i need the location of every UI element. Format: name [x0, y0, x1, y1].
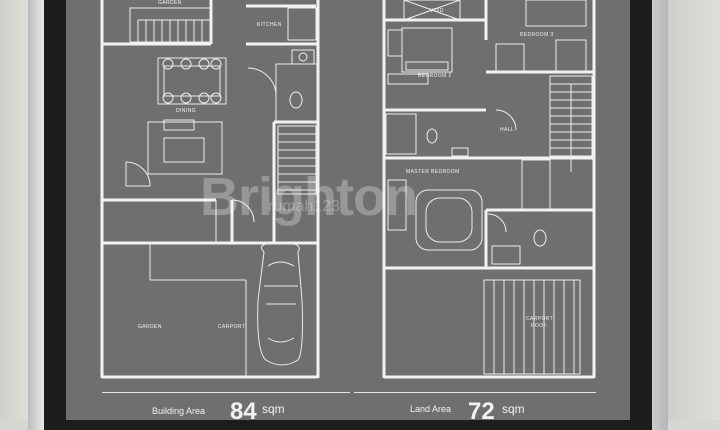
land-area-unit: sqm — [502, 402, 525, 416]
room-void: VOID — [430, 8, 444, 14]
wall-right — [668, 0, 720, 420]
divider-left — [102, 392, 350, 393]
room-bedroom-2: BEDROOM 2 — [418, 73, 452, 79]
divider-right — [354, 392, 596, 393]
room-garden-top: GARDEN — [158, 0, 182, 6]
ground-floor-details — [125, 7, 319, 377]
building-area-value: 84 — [230, 398, 257, 425]
room-hall: HALL — [500, 127, 515, 133]
floor-plan-drawing — [100, 0, 596, 379]
building-area-label: Building Area — [152, 406, 206, 416]
watermark-sub: rumah123 — [268, 198, 341, 215]
room-dining: DINING — [176, 108, 196, 114]
room-garden-bottom: GARDEN — [138, 324, 162, 330]
room-kitchen: KITCHEN — [257, 22, 282, 28]
wall-left — [0, 0, 28, 420]
land-area-label: Land Area — [410, 404, 452, 414]
land-area-value: 72 — [468, 398, 495, 425]
building-area-unit: sqm — [262, 402, 285, 416]
room-master-bedroom: MASTER BEDROOM — [406, 169, 460, 175]
ground-floor-walls — [100, 0, 320, 379]
room-carport-roof-2: ROOF — [531, 323, 548, 329]
room-bedroom-3: BEDROOM 3 — [520, 32, 554, 38]
room-carport-roof-1: CARPORT — [526, 316, 554, 322]
watermark-brand: Brighton — [200, 167, 418, 227]
room-carport: CARPORT — [218, 324, 246, 330]
upper-floor-details — [385, 0, 593, 375]
